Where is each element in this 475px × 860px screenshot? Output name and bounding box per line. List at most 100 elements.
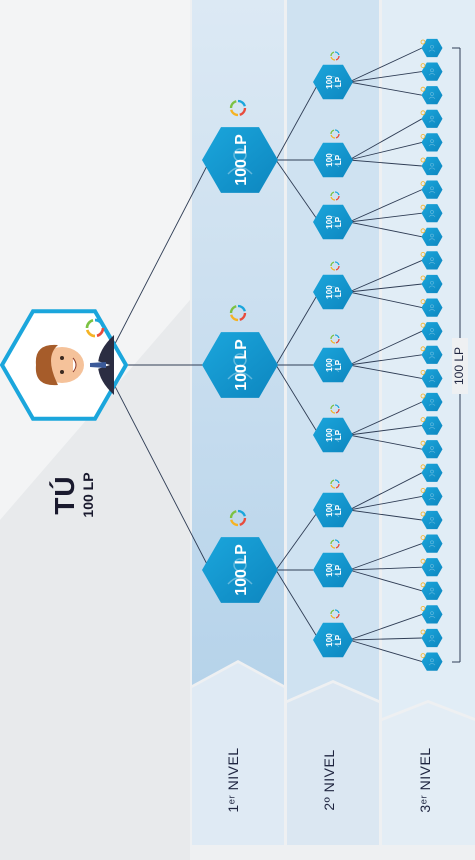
level-3-ring-logo-icon bbox=[420, 322, 426, 328]
level-1-label: 1ᵉʳ NIVEL bbox=[225, 747, 241, 813]
level-2-node-unit: LP bbox=[334, 154, 343, 165]
person-icon bbox=[428, 115, 436, 123]
level-3-node bbox=[420, 274, 443, 294]
level-1-node-value: 100 LP bbox=[233, 339, 250, 391]
level-2-node-value: 100 bbox=[325, 153, 334, 167]
person-icon bbox=[326, 504, 340, 518]
level-2-node-value: 100 bbox=[325, 215, 334, 229]
level-2-node-value: 100 bbox=[325, 633, 334, 647]
connector-line bbox=[348, 354, 423, 366]
person-icon bbox=[428, 280, 436, 288]
level-2-ring-logo-icon bbox=[330, 261, 340, 271]
connector-line bbox=[348, 509, 423, 521]
level-3-ring-logo-icon bbox=[420, 204, 426, 210]
level-1-node: 100 LP bbox=[202, 537, 278, 603]
level-3-node bbox=[420, 180, 443, 199]
level-3-ring-logo-icon bbox=[420, 582, 426, 588]
connector-line bbox=[348, 543, 423, 571]
connector-line bbox=[348, 47, 423, 83]
connector-line bbox=[348, 291, 423, 309]
level-2-node-value: 100 bbox=[325, 563, 334, 577]
person-icon bbox=[428, 611, 436, 619]
person-icon bbox=[428, 328, 436, 335]
level-3-ring-logo-icon bbox=[420, 346, 426, 352]
connector-line bbox=[348, 159, 423, 167]
you-points: 100 LP bbox=[80, 472, 96, 518]
level-3-ring-logo-icon bbox=[420, 511, 426, 517]
level-1-label-band bbox=[192, 663, 284, 845]
level-3-node bbox=[420, 251, 443, 270]
person-icon bbox=[428, 516, 436, 524]
person-icon bbox=[227, 558, 253, 585]
level-2-ring-logo-icon bbox=[330, 404, 340, 414]
level-3-node bbox=[420, 487, 443, 506]
level-3-ring-logo-icon bbox=[420, 251, 426, 257]
person-icon bbox=[428, 68, 436, 76]
person-icon bbox=[428, 446, 436, 453]
level-3-node bbox=[420, 463, 443, 482]
level-3-ring-logo-icon bbox=[420, 393, 426, 399]
level-2-node-value: 100 bbox=[325, 428, 334, 442]
level-3-label: 3ᵉʳ NIVEL bbox=[417, 747, 433, 813]
level-2-ring-logo-icon bbox=[330, 609, 340, 619]
level-2-node-unit: LP bbox=[334, 634, 343, 645]
level-3-node bbox=[420, 534, 443, 553]
level-2-node-unit: LP bbox=[334, 504, 343, 515]
person-icon bbox=[326, 154, 340, 168]
person-icon bbox=[428, 186, 436, 194]
level-2-ring-logo-icon bbox=[330, 51, 340, 61]
person-icon bbox=[428, 44, 436, 52]
connector-line bbox=[348, 259, 423, 293]
person-icon bbox=[428, 493, 436, 501]
connector-line bbox=[275, 81, 320, 161]
person-icon bbox=[428, 658, 436, 666]
level-3-node bbox=[420, 298, 443, 317]
level-3-ring-logo-icon bbox=[420, 417, 426, 423]
level-3-node bbox=[420, 369, 443, 388]
person-icon bbox=[326, 76, 340, 90]
level-3-ring-logo-icon bbox=[420, 535, 426, 540]
person-icon bbox=[326, 359, 340, 373]
person-icon bbox=[326, 564, 340, 578]
connector-line bbox=[348, 639, 423, 663]
connector-line bbox=[348, 472, 423, 511]
level-3-ring-logo-icon bbox=[420, 369, 426, 375]
connector-line bbox=[348, 283, 423, 293]
level-1-ring-logo-icon bbox=[229, 99, 247, 117]
level-3-ring-logo-icon bbox=[420, 653, 426, 658]
level-3-ring-logo-icon bbox=[420, 228, 426, 234]
level-3-total: 100 LP bbox=[452, 338, 468, 394]
level-3-label-band bbox=[382, 703, 475, 845]
level-3-node bbox=[420, 133, 443, 152]
level-2-node-value: 100 bbox=[325, 75, 334, 89]
connector-line bbox=[348, 401, 423, 436]
level-2-node-value: 100 bbox=[325, 358, 334, 372]
level-3-ring-logo-icon bbox=[420, 110, 426, 116]
connector-line bbox=[348, 118, 423, 161]
you-ring-logo-icon bbox=[85, 318, 105, 338]
level-2-ring-logo-icon bbox=[330, 191, 340, 201]
level-3-node bbox=[420, 86, 443, 105]
level-3-ring-logo-icon bbox=[420, 558, 426, 564]
connector-line bbox=[348, 212, 423, 223]
person-icon bbox=[428, 564, 436, 571]
level-2-ring-logo-icon bbox=[330, 539, 340, 549]
level-2-node-value: 100 bbox=[325, 285, 334, 299]
level-3-node bbox=[420, 109, 443, 128]
level-3-ring-logo-icon bbox=[420, 487, 426, 493]
level-3-node bbox=[420, 345, 443, 364]
level-2-ring-logo-icon bbox=[330, 334, 340, 344]
connector-line bbox=[275, 569, 320, 641]
level-3-node bbox=[420, 440, 443, 459]
person-icon bbox=[428, 210, 436, 217]
level-3-ring-logo-icon bbox=[420, 157, 426, 163]
level-3-ring-logo-icon bbox=[420, 181, 426, 187]
connector-line bbox=[348, 569, 423, 592]
connector-line bbox=[348, 495, 423, 511]
person-icon bbox=[428, 540, 436, 548]
connector-line bbox=[275, 364, 320, 436]
